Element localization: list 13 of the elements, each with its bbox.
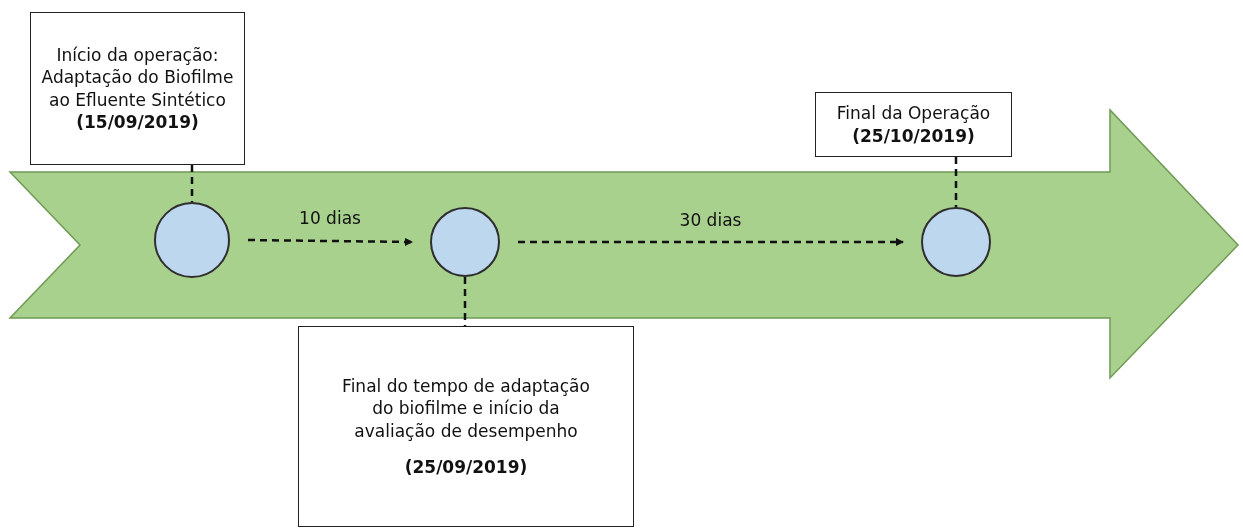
milestone-description: Final do tempo de adaptação do biofilme e início da avaliação de desempenho xyxy=(341,375,591,442)
arrow xyxy=(518,238,904,246)
milestone-description: Início da operação: Adaptação do Biofilme ao Efluente Sintético xyxy=(40,44,235,111)
milestone-box xyxy=(30,12,245,165)
milestone-date: (15/09/2019) xyxy=(76,110,199,133)
arrow xyxy=(248,237,413,246)
milestone-date: (25/09/2019) xyxy=(404,455,528,478)
milestone-date: (25/10/2019) xyxy=(852,124,975,147)
milestone-description: Final da Operação xyxy=(836,102,991,125)
leader-line xyxy=(954,157,958,207)
leader-line xyxy=(190,165,194,202)
milestone-box xyxy=(815,92,1012,157)
milestone-box xyxy=(298,326,634,527)
